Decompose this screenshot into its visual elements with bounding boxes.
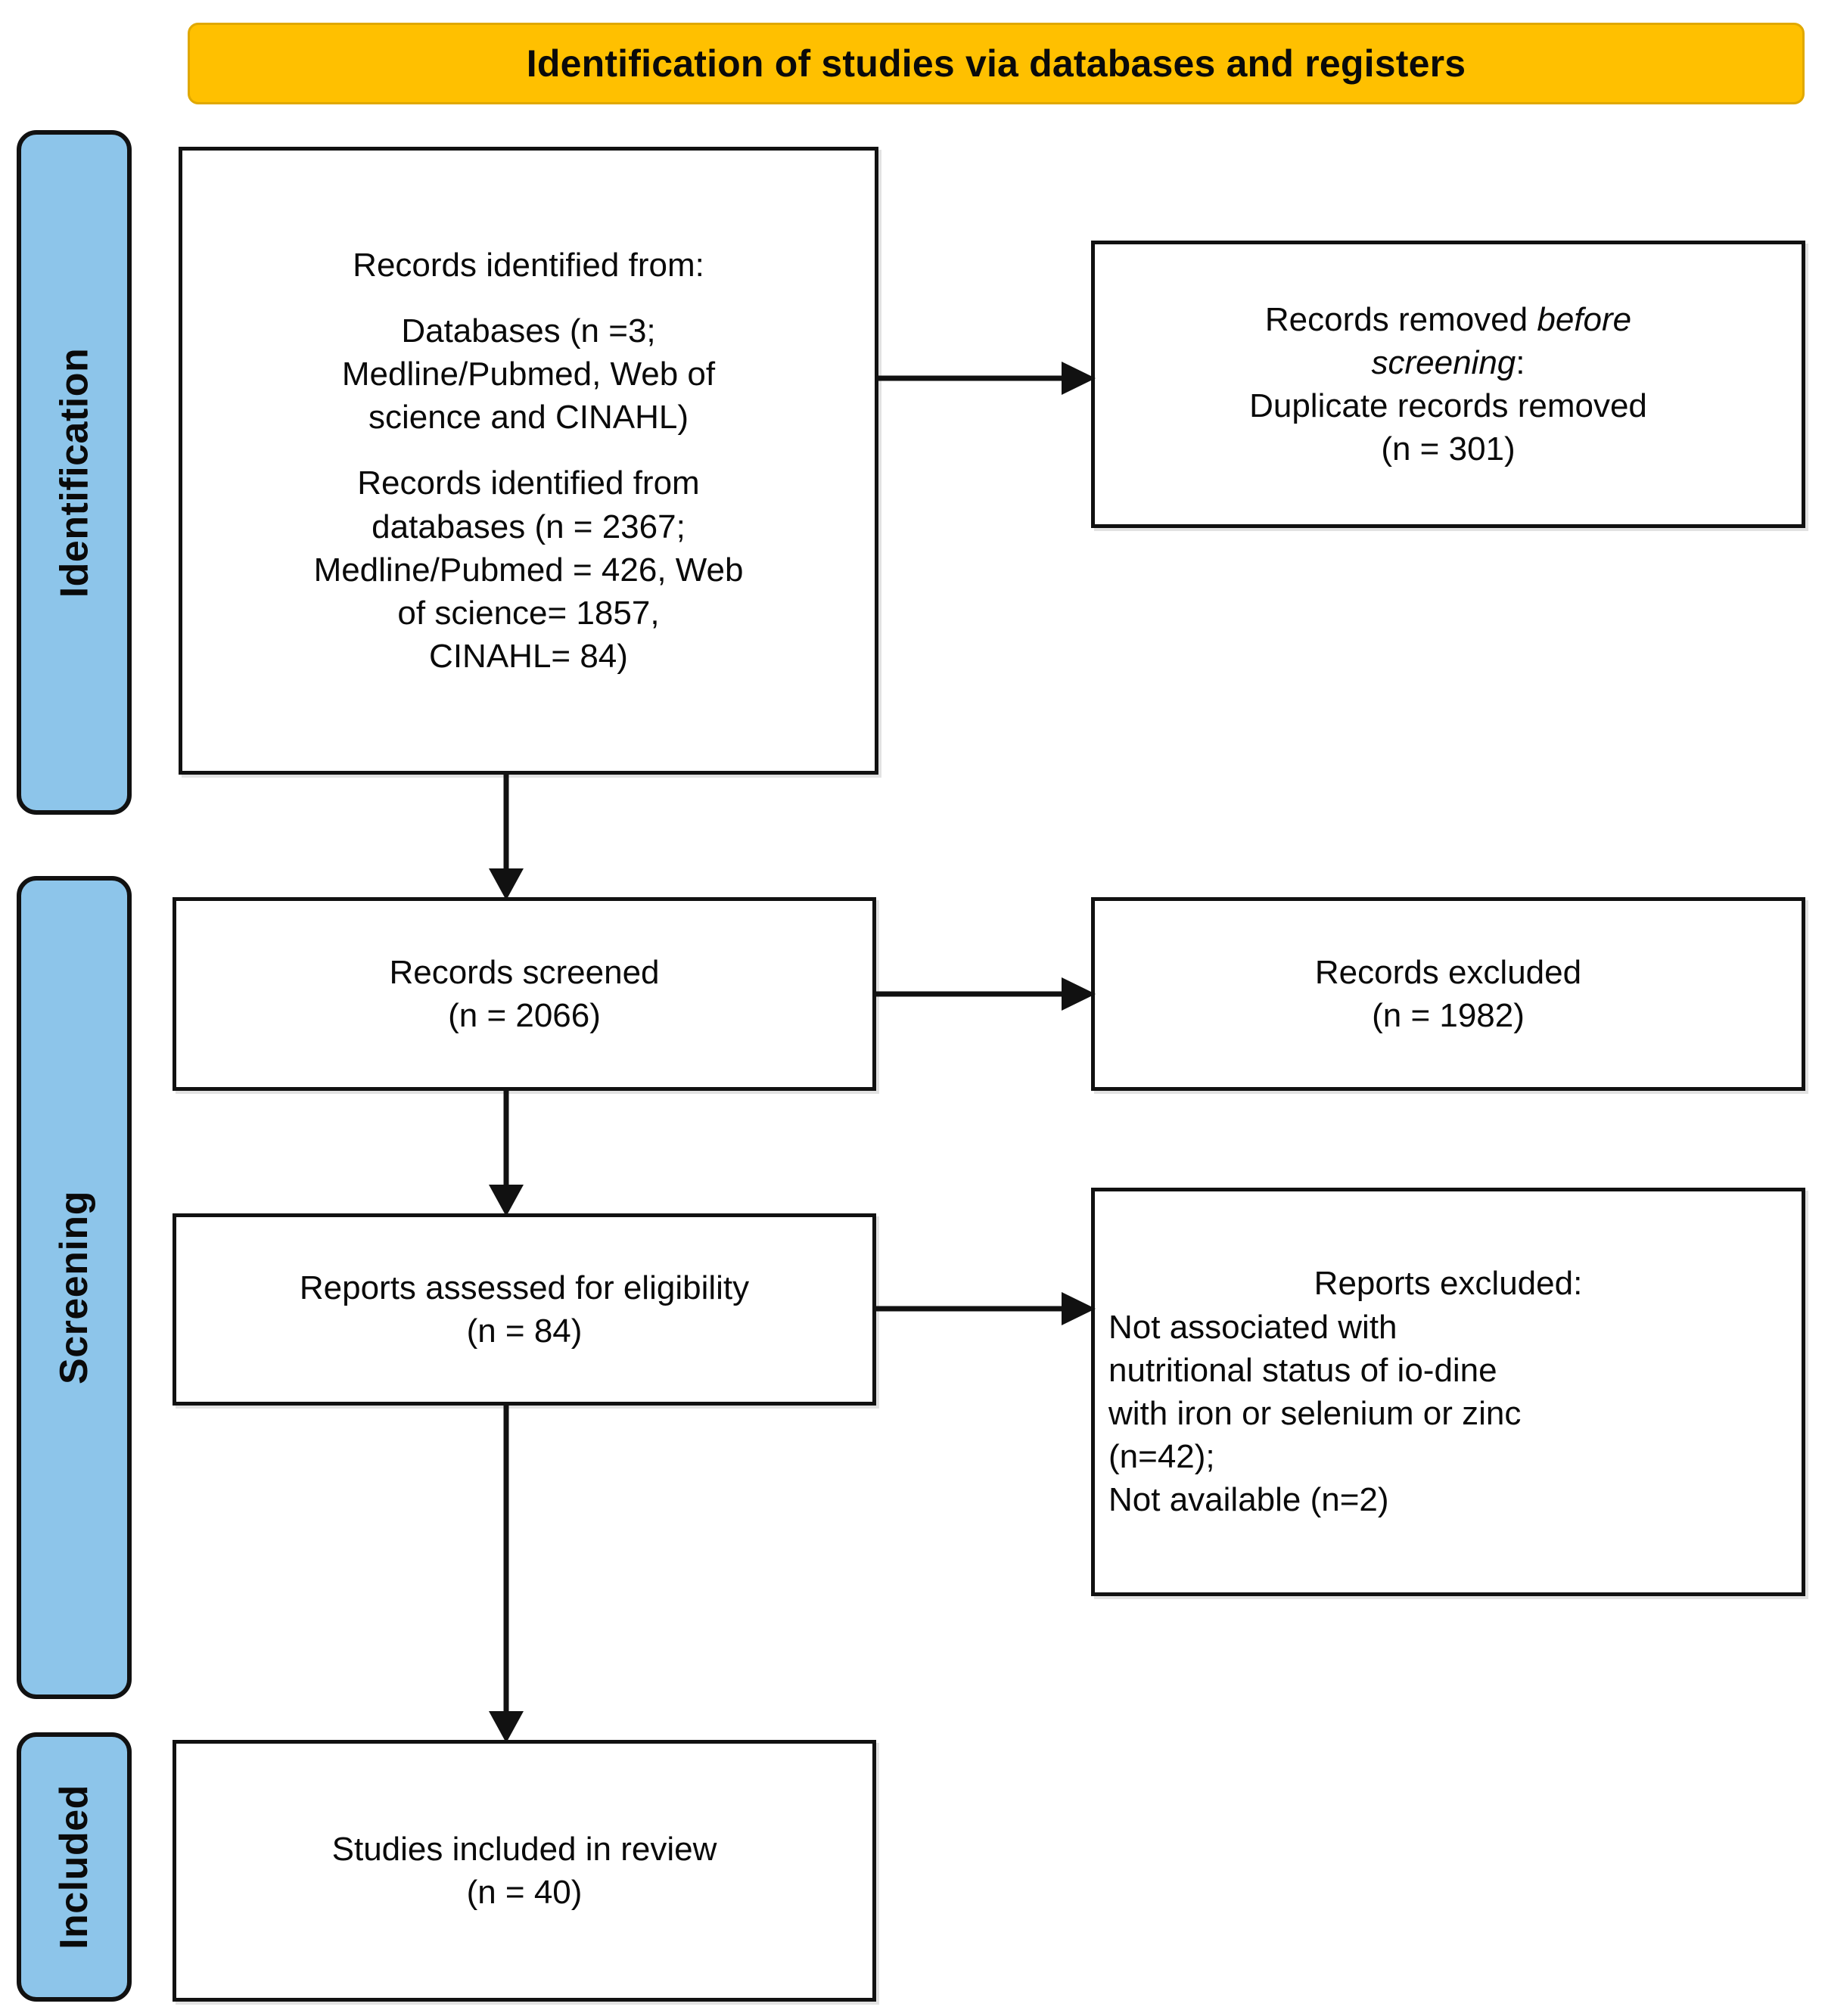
records-removed-line-3: Duplicate records removed [1249,387,1647,424]
records-identified-line-2: Databases (n =3; [401,312,656,349]
records-excluded-label: Records excluded [1314,953,1582,991]
arrow-eligibility-to-included [480,1404,533,1743]
spacer [196,287,861,309]
studies-included-label: Studies included in review [331,1830,717,1868]
banner-title: Identification of studies via databases … [526,42,1466,85]
stage-label-identification: Identification [17,130,132,815]
stage-label-text: Screening [52,1191,97,1384]
records-removed-prefix: Records removed [1264,300,1537,338]
box-studies-included-text: Studies included in review (n = 40) [176,1828,872,1914]
arrow-screened-to-records-excluded [874,971,1096,1017]
records-removed-screening-emphasis: screening [1371,343,1516,381]
reports-excluded-line-4: (n=42); [1108,1438,1215,1476]
box-records-screened: Records screened (n = 2066) [173,897,876,1091]
records-identified-line-1: Records identified from: [353,246,704,284]
arrow-eligibility-to-reports-excluded [874,1286,1096,1331]
records-screened-label: Records screened [389,953,660,991]
reports-excluded-line-5: Not available (n=2) [1108,1481,1389,1519]
records-identified-line-6: databases (n = 2367; [372,508,686,545]
header-banner: Identification of studies via databases … [188,23,1805,104]
reports-assessed-count: (n = 84) [466,1312,583,1350]
arrow-identified-to-removed [876,356,1096,401]
stage-label-text: Included [52,1785,97,1949]
records-removed-before-emphasis: before [1537,300,1632,338]
arrow-screened-to-eligibility [480,1089,533,1216]
box-records-excluded-text: Records excluded (n = 1982) [1095,951,1802,1037]
records-screened-count: (n = 2066) [448,997,601,1034]
reports-excluded-line-2: nutritional status of io-dine [1108,1351,1497,1389]
records-identified-line-8: of science= 1857, [397,594,660,632]
reports-excluded-line-1: Not associated with [1108,1308,1398,1346]
box-records-excluded: Records excluded (n = 1982) [1091,897,1805,1091]
records-removed-colon: : [1516,343,1525,381]
spacer [196,439,861,461]
box-records-identified-text: Records identified from: Databases (n =3… [182,244,875,679]
reports-excluded-line-3: with iron or selenium or zinc [1108,1395,1522,1432]
records-identified-line-4: science and CINAHL) [368,399,689,436]
box-records-removed: Records removed before screening: Duplic… [1091,241,1805,528]
box-records-identified: Records identified from: Databases (n =3… [179,147,878,775]
box-reports-assessed-eligibility: Reports assessed for eligibility (n = 84… [173,1213,876,1406]
studies-included-count: (n = 40) [466,1874,583,1911]
box-studies-included: Studies included in review (n = 40) [173,1740,876,2002]
records-identified-line-3: Medline/Pubmed, Web of [341,356,716,393]
records-excluded-count: (n = 1982) [1372,997,1525,1034]
box-records-removed-text: Records removed before screening: Duplic… [1095,298,1802,471]
records-identified-line-5: Records identified from [357,464,700,502]
records-identified-line-7: Medline/Pubmed = 426, Web [313,551,744,589]
box-records-screened-text: Records screened (n = 2066) [176,951,872,1037]
stage-label-text: Identification [52,347,96,598]
box-reports-excluded-text: Reports excluded: Not associated with nu… [1095,1262,1802,1521]
stage-label-screening: Screening [17,876,132,1699]
box-reports-excluded: Reports excluded: Not associated with nu… [1091,1188,1805,1596]
arrow-identified-to-screened [480,773,533,900]
records-removed-count: (n = 301) [1381,430,1516,468]
stage-label-included: Included [17,1732,132,2002]
box-reports-assessed-text: Reports assessed for eligibility (n = 84… [176,1266,872,1353]
records-identified-line-9: CINAHL= 84) [429,638,628,676]
reports-excluded-heading: Reports excluded: [1314,1265,1583,1303]
reports-assessed-label: Reports assessed for eligibility [299,1269,750,1306]
